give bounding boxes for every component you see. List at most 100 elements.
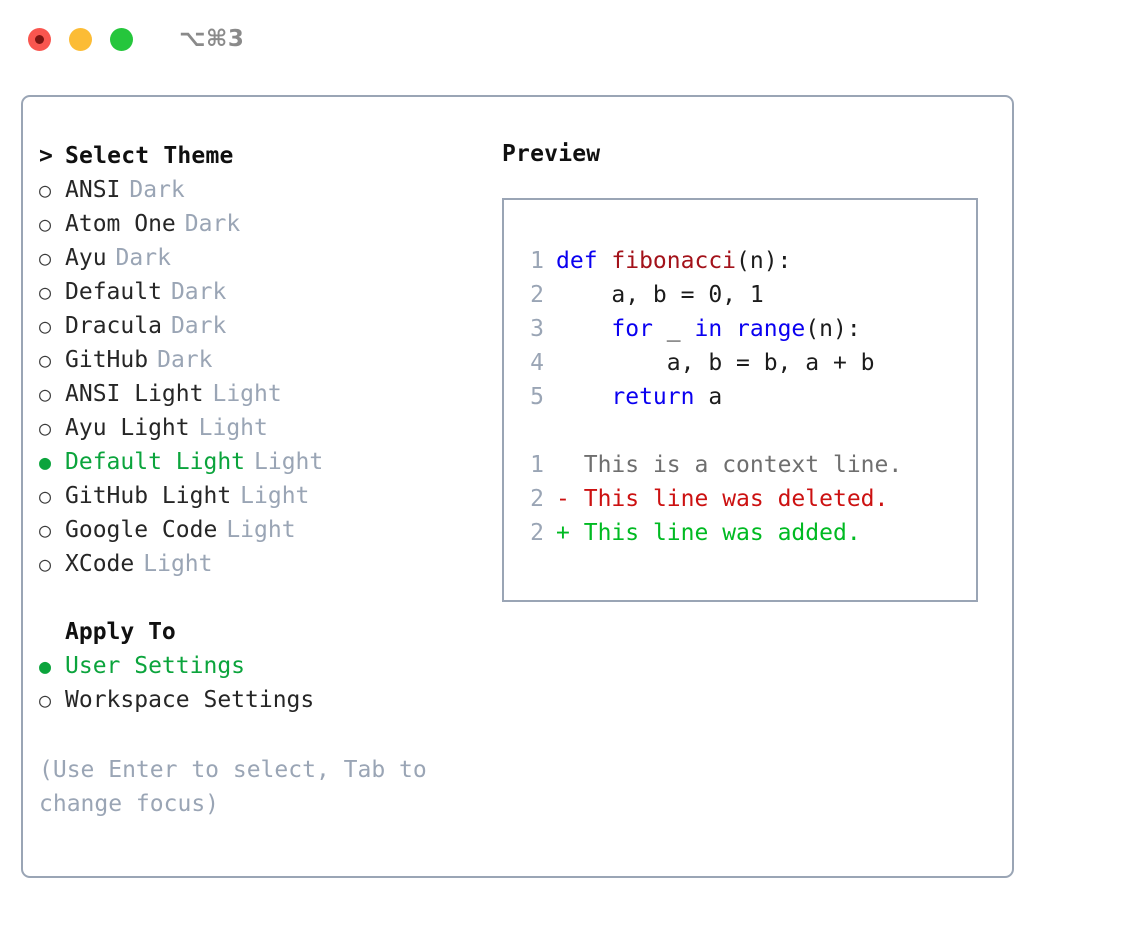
radio-selected-icon[interactable]: ● <box>39 450 52 474</box>
radio-unselected-icon[interactable]: ○ <box>39 382 52 406</box>
apply-to-label: Workspace Settings <box>65 687 315 713</box>
radio-unselected-icon[interactable]: ○ <box>39 280 52 304</box>
theme-name-label: XCode <box>65 551 135 577</box>
theme-appearance-tag: Light <box>198 415 268 441</box>
radio-selected-icon[interactable]: ● <box>39 654 52 678</box>
line-number: 1 <box>530 452 544 478</box>
code-text: a, b = 0, 1 <box>556 278 764 312</box>
keyboard-shortcut-label: ⌥⌘3 <box>179 26 245 52</box>
theme-list-item[interactable]: ○ Google Code Light <box>39 513 499 547</box>
line-number: 2 <box>530 282 544 308</box>
diff-line: 2 - This line was deleted. <box>504 482 976 516</box>
line-number: 2 <box>530 520 544 546</box>
theme-list-item[interactable]: ○ GitHub Dark <box>39 343 499 377</box>
apply-to-label: User Settings <box>65 653 246 679</box>
radio-unselected-icon[interactable]: ○ <box>39 518 52 542</box>
theme-list-item[interactable]: ○ Dracula Dark <box>39 309 499 343</box>
theme-list-item[interactable]: ○ ANSI Light Light <box>39 377 499 411</box>
theme-name-label: Dracula <box>65 313 162 339</box>
theme-name-label: ANSI <box>65 177 121 203</box>
theme-appearance-tag: Dark <box>157 347 213 373</box>
line-number: 4 <box>530 350 544 376</box>
code-text: def fibonacci(n): <box>556 244 791 278</box>
theme-appearance-tag: Dark <box>170 279 227 305</box>
line-number: 2 <box>530 486 544 512</box>
code-token: a, b = 0, 1 <box>556 282 764 308</box>
diff-content: This line was added. <box>583 520 861 546</box>
code-token <box>556 384 611 410</box>
theme-appearance-tag: Dark <box>184 211 241 237</box>
code-line: 2 a, b = 0, 1 <box>504 278 976 312</box>
code-text: for _ in range(n): <box>556 312 861 346</box>
radio-unselected-icon[interactable]: ○ <box>39 212 52 236</box>
theme-appearance-tag: Dark <box>115 245 171 271</box>
code-token: fibonacci <box>611 248 737 274</box>
radio-unselected-icon[interactable]: ○ <box>39 416 52 440</box>
maximize-window-button[interactable] <box>110 27 133 51</box>
diff-text: This is a context line. <box>556 448 903 482</box>
code-token: in <box>694 316 723 342</box>
diff-sample: 1 This is a context line.2- This line wa… <box>504 448 976 550</box>
theme-name-label: Google Code <box>65 517 218 543</box>
apply-to-header-label: Apply To <box>65 619 176 645</box>
code-token: a <box>694 384 723 410</box>
code-token: (n): <box>736 248 792 274</box>
radio-unselected-icon[interactable]: ○ <box>39 688 52 712</box>
radio-unselected-icon[interactable]: ○ <box>39 178 52 202</box>
close-window-button[interactable] <box>28 27 51 51</box>
code-text: a, b = b, a + b <box>556 346 875 380</box>
diff-text: - This line was deleted. <box>556 482 888 516</box>
code-token: a, b = b, a + b <box>556 350 875 376</box>
minimize-window-button[interactable] <box>69 27 92 51</box>
code-token: range <box>736 316 806 342</box>
traffic-lights <box>28 27 133 51</box>
diff-line: 1 This is a context line. <box>504 448 976 482</box>
theme-name-label: GitHub Light <box>65 483 232 509</box>
radio-unselected-icon[interactable]: ○ <box>39 348 52 372</box>
apply-to-list-item[interactable]: ○ Workspace Settings <box>39 683 499 717</box>
apply-to-list-item[interactable]: ● User Settings <box>39 649 499 683</box>
diff-content: This is a context line. <box>583 452 903 478</box>
theme-name-label: ANSI Light <box>65 381 204 407</box>
code-token: _ <box>652 316 695 342</box>
diff-sign <box>556 452 570 478</box>
radio-unselected-icon[interactable]: ○ <box>39 552 52 576</box>
line-number: 3 <box>530 316 544 342</box>
theme-list-item[interactable]: ○ Atom One Dark <box>39 207 499 241</box>
code-token: def <box>556 248 612 274</box>
theme-list-item[interactable]: ○ Default Dark <box>39 275 499 309</box>
code-line: 5 return a <box>504 380 976 414</box>
theme-name-label: Default <box>65 279 162 305</box>
theme-appearance-tag: Light <box>143 551 213 577</box>
theme-name-label: GitHub <box>65 347 149 373</box>
code-token: for <box>611 316 653 342</box>
theme-appearance-tag: Light <box>226 517 296 543</box>
apply-to-list: ● User Settings ○ Workspace Settings <box>39 649 499 717</box>
diff-line: 2+ This line was added. <box>504 516 976 550</box>
radio-unselected-icon[interactable]: ○ <box>39 484 52 508</box>
keyboard-hint-text: (Use Enter to select, Tab to change focu… <box>39 757 427 817</box>
radio-unselected-icon[interactable]: ○ <box>39 314 52 338</box>
diff-sign: - <box>556 486 570 512</box>
code-token: (n): <box>805 316 861 342</box>
theme-list-item[interactable]: ○ XCode Light <box>39 547 499 581</box>
code-token <box>556 316 611 342</box>
theme-appearance-tag: Dark <box>170 313 227 339</box>
theme-name-label: Atom One <box>65 211 176 237</box>
select-theme-header-label: Select Theme <box>65 143 234 169</box>
code-diff-spacer <box>504 414 976 448</box>
theme-appearance-tag: Light <box>212 381 282 407</box>
code-line: 3 for _ in range(n): <box>504 312 976 346</box>
radio-unselected-icon[interactable]: ○ <box>39 246 52 270</box>
